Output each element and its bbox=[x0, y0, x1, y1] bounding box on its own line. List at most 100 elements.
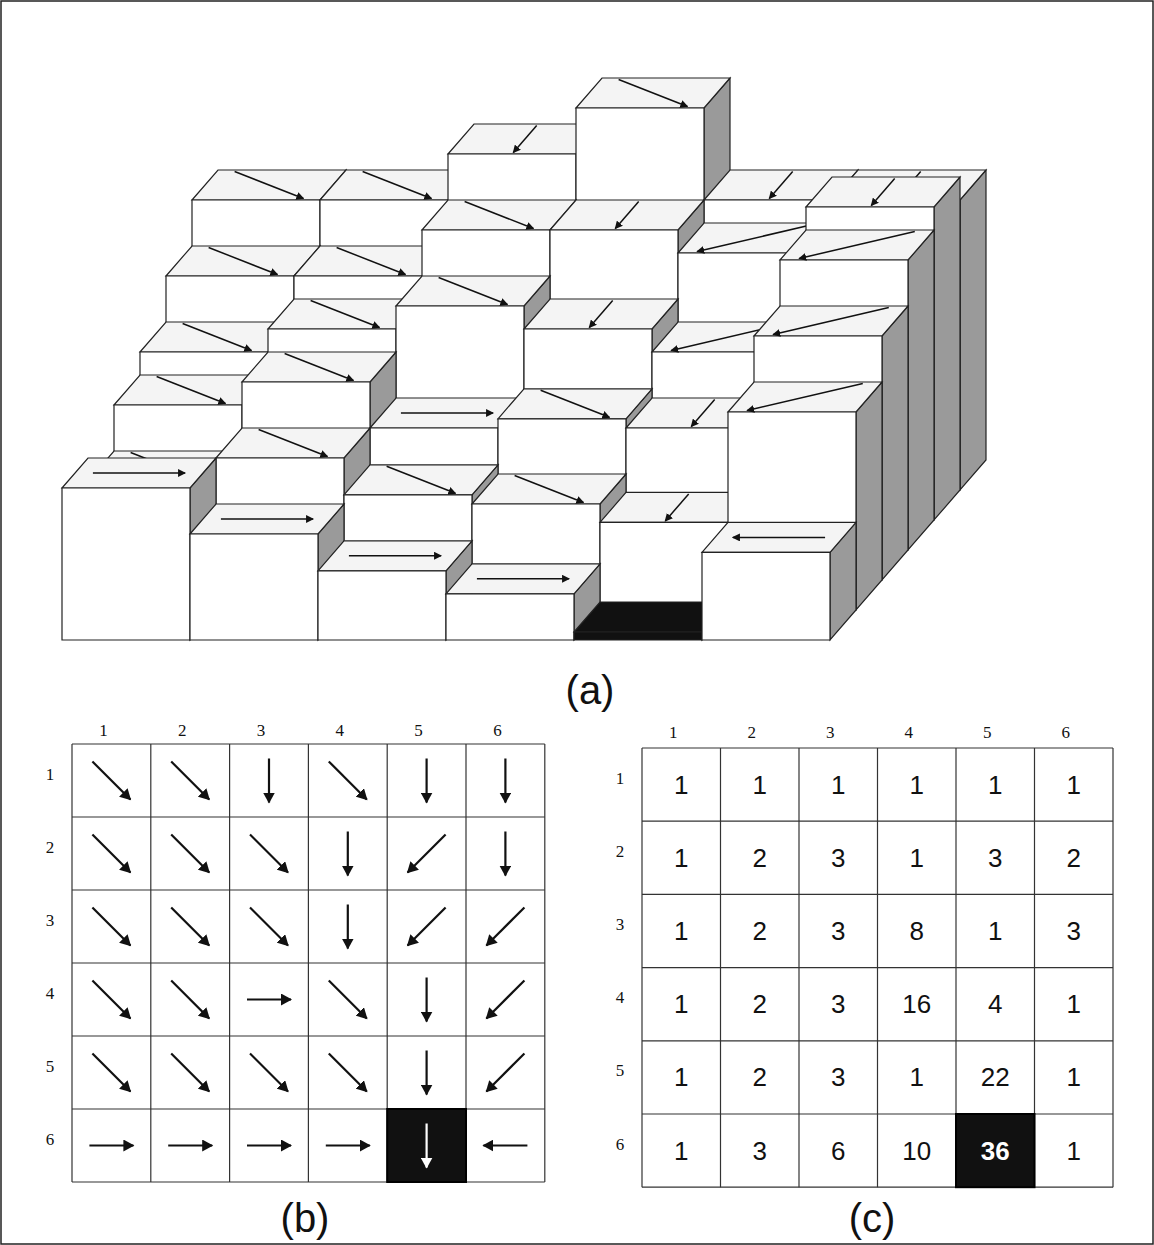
count-cell: 1 bbox=[674, 769, 688, 800]
block-side bbox=[908, 230, 934, 550]
block-top bbox=[192, 170, 346, 200]
flow-arrow bbox=[773, 308, 889, 335]
flow-arrow bbox=[665, 494, 688, 521]
flow-direction-arrow bbox=[483, 1144, 527, 1146]
column-number: 4 bbox=[336, 721, 345, 741]
flow-arrow bbox=[93, 472, 185, 474]
flow-direction-arrow bbox=[408, 908, 446, 946]
block-top bbox=[344, 465, 498, 495]
row-number: 2 bbox=[616, 842, 625, 862]
flow-arrow bbox=[769, 172, 792, 199]
column-number: 2 bbox=[748, 723, 757, 743]
block-front bbox=[446, 594, 574, 640]
flow-direction-arrow bbox=[92, 981, 130, 1019]
flow-arrow bbox=[157, 377, 226, 404]
column-number: 1 bbox=[669, 723, 678, 743]
count-cell: 1 bbox=[674, 1135, 688, 1166]
flow-direction-arrow bbox=[168, 1144, 212, 1146]
flow-direction-arrow bbox=[92, 835, 130, 873]
outlet-cell bbox=[956, 1114, 1035, 1187]
flow-arrow bbox=[691, 400, 714, 427]
count-cell: 1 bbox=[910, 842, 924, 873]
count-cell: 1 bbox=[988, 916, 1002, 947]
count-cell: 22 bbox=[981, 1062, 1010, 1093]
block-top bbox=[550, 200, 704, 230]
block-front bbox=[190, 534, 318, 640]
column-number: 6 bbox=[1062, 723, 1071, 743]
flow-arrow bbox=[311, 301, 380, 328]
flow-direction-arrow bbox=[171, 835, 209, 873]
grid-line bbox=[72, 1108, 545, 1109]
count-cell: 1 bbox=[1067, 1135, 1081, 1166]
block-top bbox=[728, 382, 882, 412]
count-cell: 1 bbox=[674, 842, 688, 873]
count-cell: 3 bbox=[831, 916, 845, 947]
block-top bbox=[780, 230, 934, 260]
block-front bbox=[318, 571, 446, 640]
row-number: 5 bbox=[616, 1061, 625, 1081]
flow-arrow bbox=[589, 301, 612, 328]
flow-direction-arrow bbox=[486, 981, 524, 1019]
block-top bbox=[318, 541, 472, 571]
row-number: 3 bbox=[616, 915, 625, 935]
flow-arrow bbox=[285, 354, 354, 381]
count-cell: 1 bbox=[1067, 769, 1081, 800]
flow-direction-arrow bbox=[171, 908, 209, 946]
flow-arrow bbox=[221, 518, 313, 520]
flow-direction-arrow bbox=[426, 1051, 428, 1095]
flow-arrow bbox=[513, 126, 536, 153]
count-cell: 1 bbox=[1067, 1062, 1081, 1093]
flow-arrow bbox=[349, 555, 441, 557]
flow-arrow bbox=[363, 172, 432, 199]
count-cell: 2 bbox=[753, 989, 767, 1020]
flow-direction-arrow bbox=[426, 1124, 428, 1168]
block-top bbox=[472, 474, 626, 504]
flow-direction-arrow bbox=[171, 1054, 209, 1092]
flow-arrow bbox=[619, 80, 688, 107]
row-number: 6 bbox=[46, 1130, 55, 1150]
grid-line bbox=[72, 1035, 545, 1036]
count-cell: 2 bbox=[753, 1062, 767, 1093]
flow-arrow bbox=[209, 248, 278, 275]
flow-arrow bbox=[747, 384, 863, 411]
flow-direction-arrow bbox=[171, 981, 209, 1019]
count-cell: 8 bbox=[910, 916, 924, 947]
grid-line bbox=[642, 1113, 1113, 1114]
block-top bbox=[576, 78, 730, 108]
count-cell: 1 bbox=[674, 1062, 688, 1093]
block-top bbox=[422, 200, 576, 230]
flow-arrow bbox=[401, 412, 493, 414]
column-number: 5 bbox=[983, 723, 992, 743]
flow-direction-arrow bbox=[92, 1054, 130, 1092]
count-cell: 3 bbox=[831, 1062, 845, 1093]
block-top bbox=[446, 564, 600, 594]
flow-direction-arrow bbox=[250, 1054, 288, 1092]
row-number: 2 bbox=[46, 838, 55, 858]
panel-label: (a) bbox=[566, 668, 615, 713]
column-number: 3 bbox=[826, 723, 835, 743]
count-cell: 3 bbox=[988, 842, 1002, 873]
column-number: 4 bbox=[905, 723, 914, 743]
flow-direction-arrow bbox=[329, 981, 367, 1019]
row-number: 1 bbox=[616, 769, 625, 789]
grid-line bbox=[1112, 748, 1113, 1187]
block-top bbox=[806, 177, 960, 207]
block-top bbox=[62, 458, 216, 488]
column-number: 6 bbox=[493, 721, 502, 741]
block-side bbox=[856, 382, 882, 610]
block-top bbox=[702, 522, 856, 552]
count-cell: 16 bbox=[902, 989, 931, 1020]
count-cell: 1 bbox=[910, 769, 924, 800]
count-cell: 2 bbox=[753, 916, 767, 947]
flow-arrow bbox=[615, 202, 638, 229]
flow-direction-arrow bbox=[504, 832, 506, 876]
flow-arrow bbox=[337, 248, 406, 275]
block-top bbox=[498, 389, 652, 419]
column-number: 3 bbox=[257, 721, 266, 741]
count-cell: 1 bbox=[910, 1062, 924, 1093]
outlet-cell bbox=[387, 1109, 466, 1182]
flow-direction-arrow bbox=[171, 762, 209, 800]
flow-direction-arrow bbox=[326, 1144, 370, 1146]
